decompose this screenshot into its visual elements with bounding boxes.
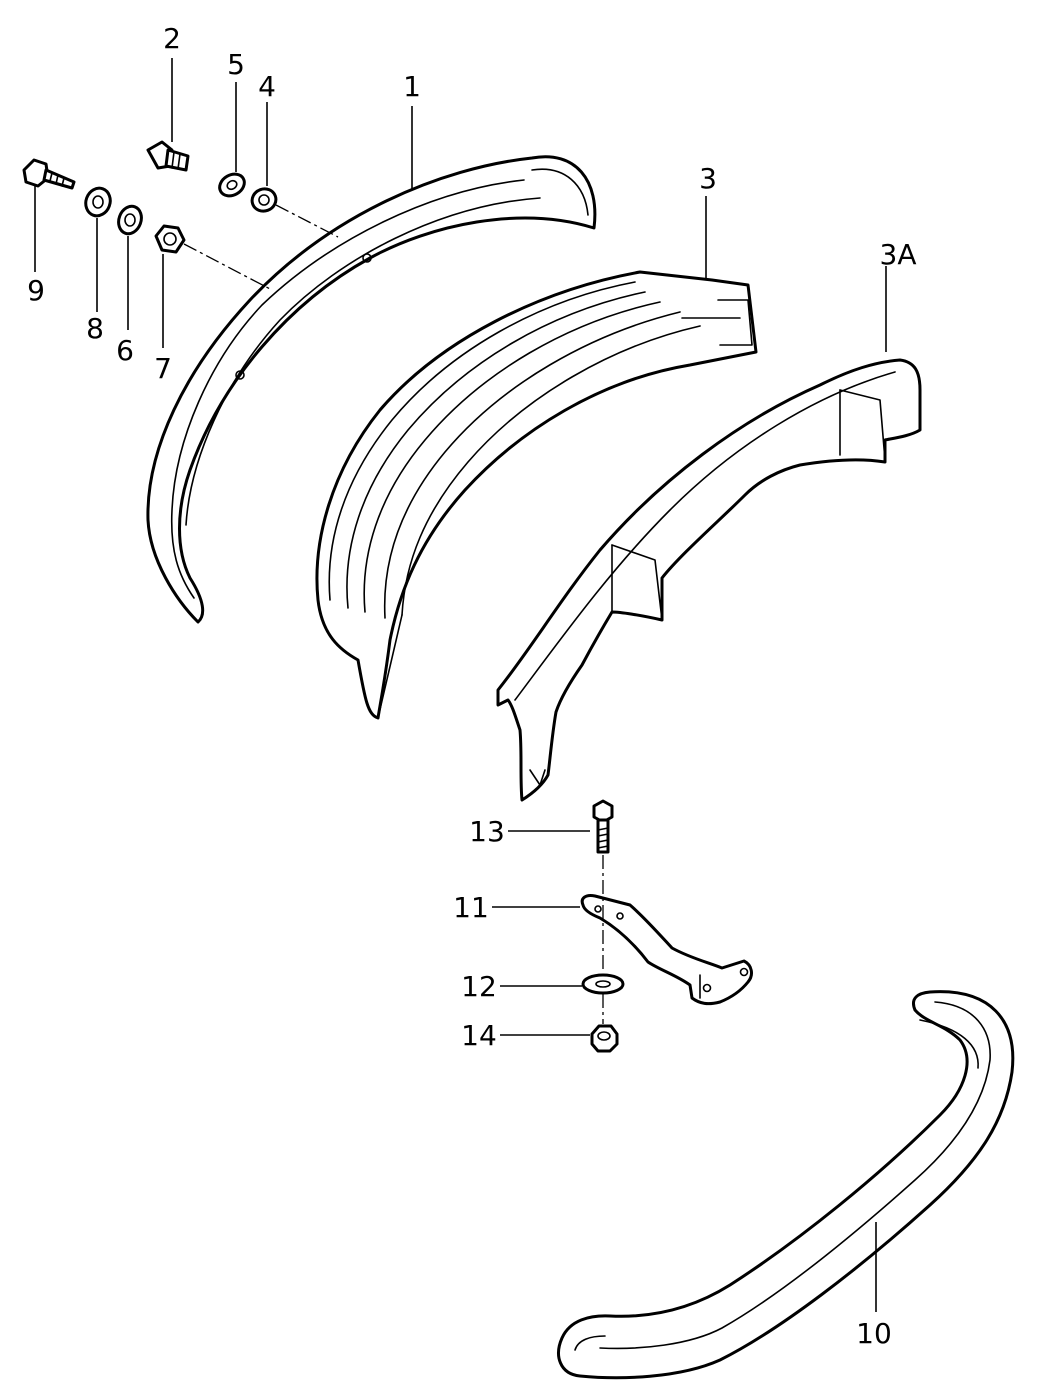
callout-3a: 3A: [880, 238, 917, 271]
leader-lines: [34, 58, 887, 1312]
part-3-rubber-insert: [315, 270, 758, 720]
part-4-washer: [250, 187, 278, 213]
callout-4: 4: [258, 70, 276, 103]
alignment-lines: [183, 204, 604, 1024]
callout-labels: 1 2 3 3A 4 5 6 7 8 9 10 11 12 13 14: [27, 22, 916, 1350]
callout-9: 9: [27, 274, 45, 307]
callout-1: 1: [403, 70, 421, 103]
callout-8: 8: [86, 312, 104, 345]
callout-2: 2: [163, 22, 181, 55]
part-7-nut: [154, 224, 186, 254]
part-9-screw: [22, 158, 76, 190]
part-3a-reinforcement: [496, 358, 922, 802]
part-14-nut: [590, 1024, 619, 1053]
callout-12: 12: [461, 970, 497, 1003]
callout-14: 14: [461, 1019, 497, 1052]
part-6-washer: [117, 204, 143, 236]
callout-13: 13: [469, 815, 505, 848]
part-13-bolt: [592, 799, 614, 854]
callout-5: 5: [227, 48, 245, 81]
callout-10: 10: [856, 1317, 892, 1350]
callout-6: 6: [116, 334, 134, 367]
callout-7: 7: [154, 352, 172, 385]
part-2-screw: [146, 140, 190, 172]
part-1-guard-strip: [146, 155, 597, 624]
part-11-mounting-bracket: [580, 894, 753, 1006]
callout-11: 11: [453, 891, 489, 924]
part-8-washer: [84, 186, 112, 218]
part-5-washer: [218, 172, 246, 198]
part-12-washer: [581, 973, 625, 995]
callout-3: 3: [699, 162, 717, 195]
part-10-bumper-bar: [557, 990, 1015, 1380]
